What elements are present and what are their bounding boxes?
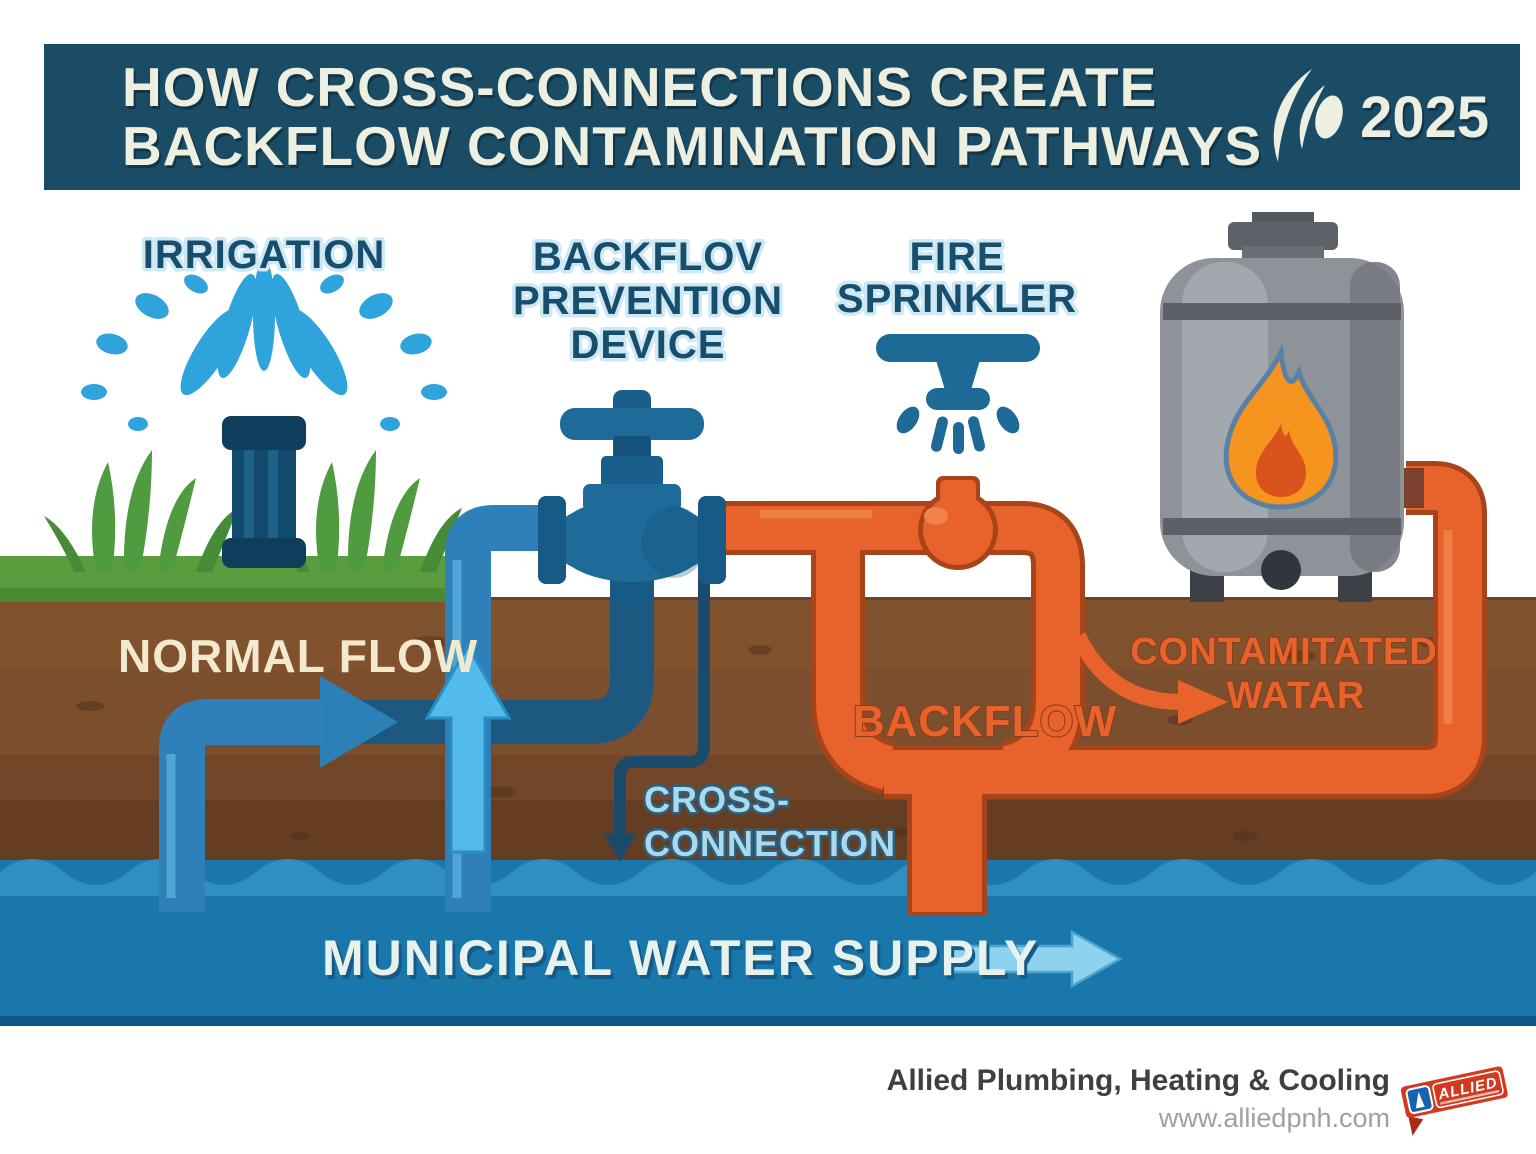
municipal-water-label: MUNICIPAL WATER SUPPLY: [322, 930, 1039, 986]
grass-clump: [44, 450, 238, 572]
footer: Allied Plumbing, Heating & Cooling www.a…: [887, 1060, 1512, 1146]
fire-sprinkler-label-2: SPRINKLER: [837, 277, 1077, 321]
ground-soil-top-band: [0, 600, 1536, 670]
municipal-water-label-shadow: MUNICIPAL WATER SUPPLY: [325, 934, 1042, 990]
website-url: www.alliedpnh.com: [1158, 1103, 1390, 1133]
water-spray-icon: [81, 259, 447, 431]
contaminated-label-2: WATAR: [1227, 675, 1366, 717]
red-ribbon-icon: ALLIED: [1400, 1066, 1508, 1136]
diagram-text: IRRIGATION BACKFLOV PREVENTION DEVICE FI…: [118, 230, 1438, 991]
cross-connection-down-arrow-icon: [604, 834, 636, 862]
annotation-arrows: [950, 632, 1228, 989]
soil-specks: [76, 636, 1442, 841]
terrain: [0, 556, 1536, 862]
ribbon-fold: [1408, 1116, 1424, 1136]
contaminant-tank-icon: [1160, 212, 1404, 602]
flame-inner: [1256, 424, 1306, 497]
riser-up-arrow-icon: [424, 642, 512, 854]
fire-sprinkler-icon: [876, 334, 1040, 454]
fire-sprinkler-label-1: FIRE: [909, 235, 1004, 279]
year-badge: 2025: [1360, 84, 1490, 150]
backflow-arrowhead-icon: [1178, 680, 1228, 724]
sprinkler-valve-highlight: [924, 507, 948, 525]
backflow-device-label-3: DEVICE: [571, 323, 726, 367]
municipal-water-band: [0, 859, 1536, 1026]
cross-connection-label-1: CROSS-: [644, 779, 790, 820]
riser-pipe: [445, 505, 552, 912]
footer-text: Allied Plumbing, Heating & Cooling www.a…: [887, 1060, 1390, 1134]
cross-connection-pipe: [614, 568, 710, 836]
orange-drop-pipe: [912, 752, 982, 912]
ground-soil-dark-band: [0, 800, 1536, 862]
water-bottom-line: [0, 1016, 1536, 1026]
dark-supply-pipe: [342, 552, 654, 744]
page-title: HOW CROSS-CONNECTIONS CREATE BACKFLOW CO…: [122, 55, 1263, 177]
company-name: Allied Plumbing, Heating & Cooling: [886, 1064, 1390, 1097]
supply-flow-arrow-icon: [950, 929, 1123, 989]
title-line-1: HOW CROSS-CONNECTIONS CREATE: [122, 55, 1158, 118]
tank-drain-valve: [1261, 550, 1301, 590]
title-line-2: BACKFLOW CONTAMINATION PATHWAYS: [122, 115, 1263, 177]
fire-sprinkler-valve: [923, 495, 993, 565]
backflow-curved-arrow-icon: [1070, 632, 1181, 710]
backflow-device-label-2: PREVENTION: [513, 279, 783, 323]
contaminated-label-1: CONTAMITATED: [1130, 631, 1438, 673]
orange-pipes: [712, 466, 1482, 794]
grass-strip-shade: [0, 588, 470, 602]
backflow-label: BACKFLOW: [853, 697, 1118, 746]
intake-pipe: [159, 699, 324, 912]
contaminated-pipes: [712, 461, 1487, 915]
crescent-waves-icon: [1273, 69, 1343, 162]
header-banner: HOW CROSS-CONNECTIONS CREATE BACKFLOW CO…: [44, 44, 1520, 190]
cross-connection-label-2: CONNECTION: [644, 823, 896, 864]
normal-flow-right-arrow-icon: [320, 676, 398, 768]
backflow-preventer-valve-icon: [538, 390, 726, 606]
normal-flow-label: NORMAL FLOW: [118, 630, 478, 682]
backflow-device-label-1: BACKFLOV: [533, 235, 763, 279]
irrigation-label: IRRIGATION: [143, 233, 386, 277]
irrigation-sprinkler-icon: [222, 416, 306, 568]
supply-pipes: [159, 505, 710, 912]
water-waves: [0, 859, 1536, 896]
irrigation-scene: [44, 259, 462, 572]
